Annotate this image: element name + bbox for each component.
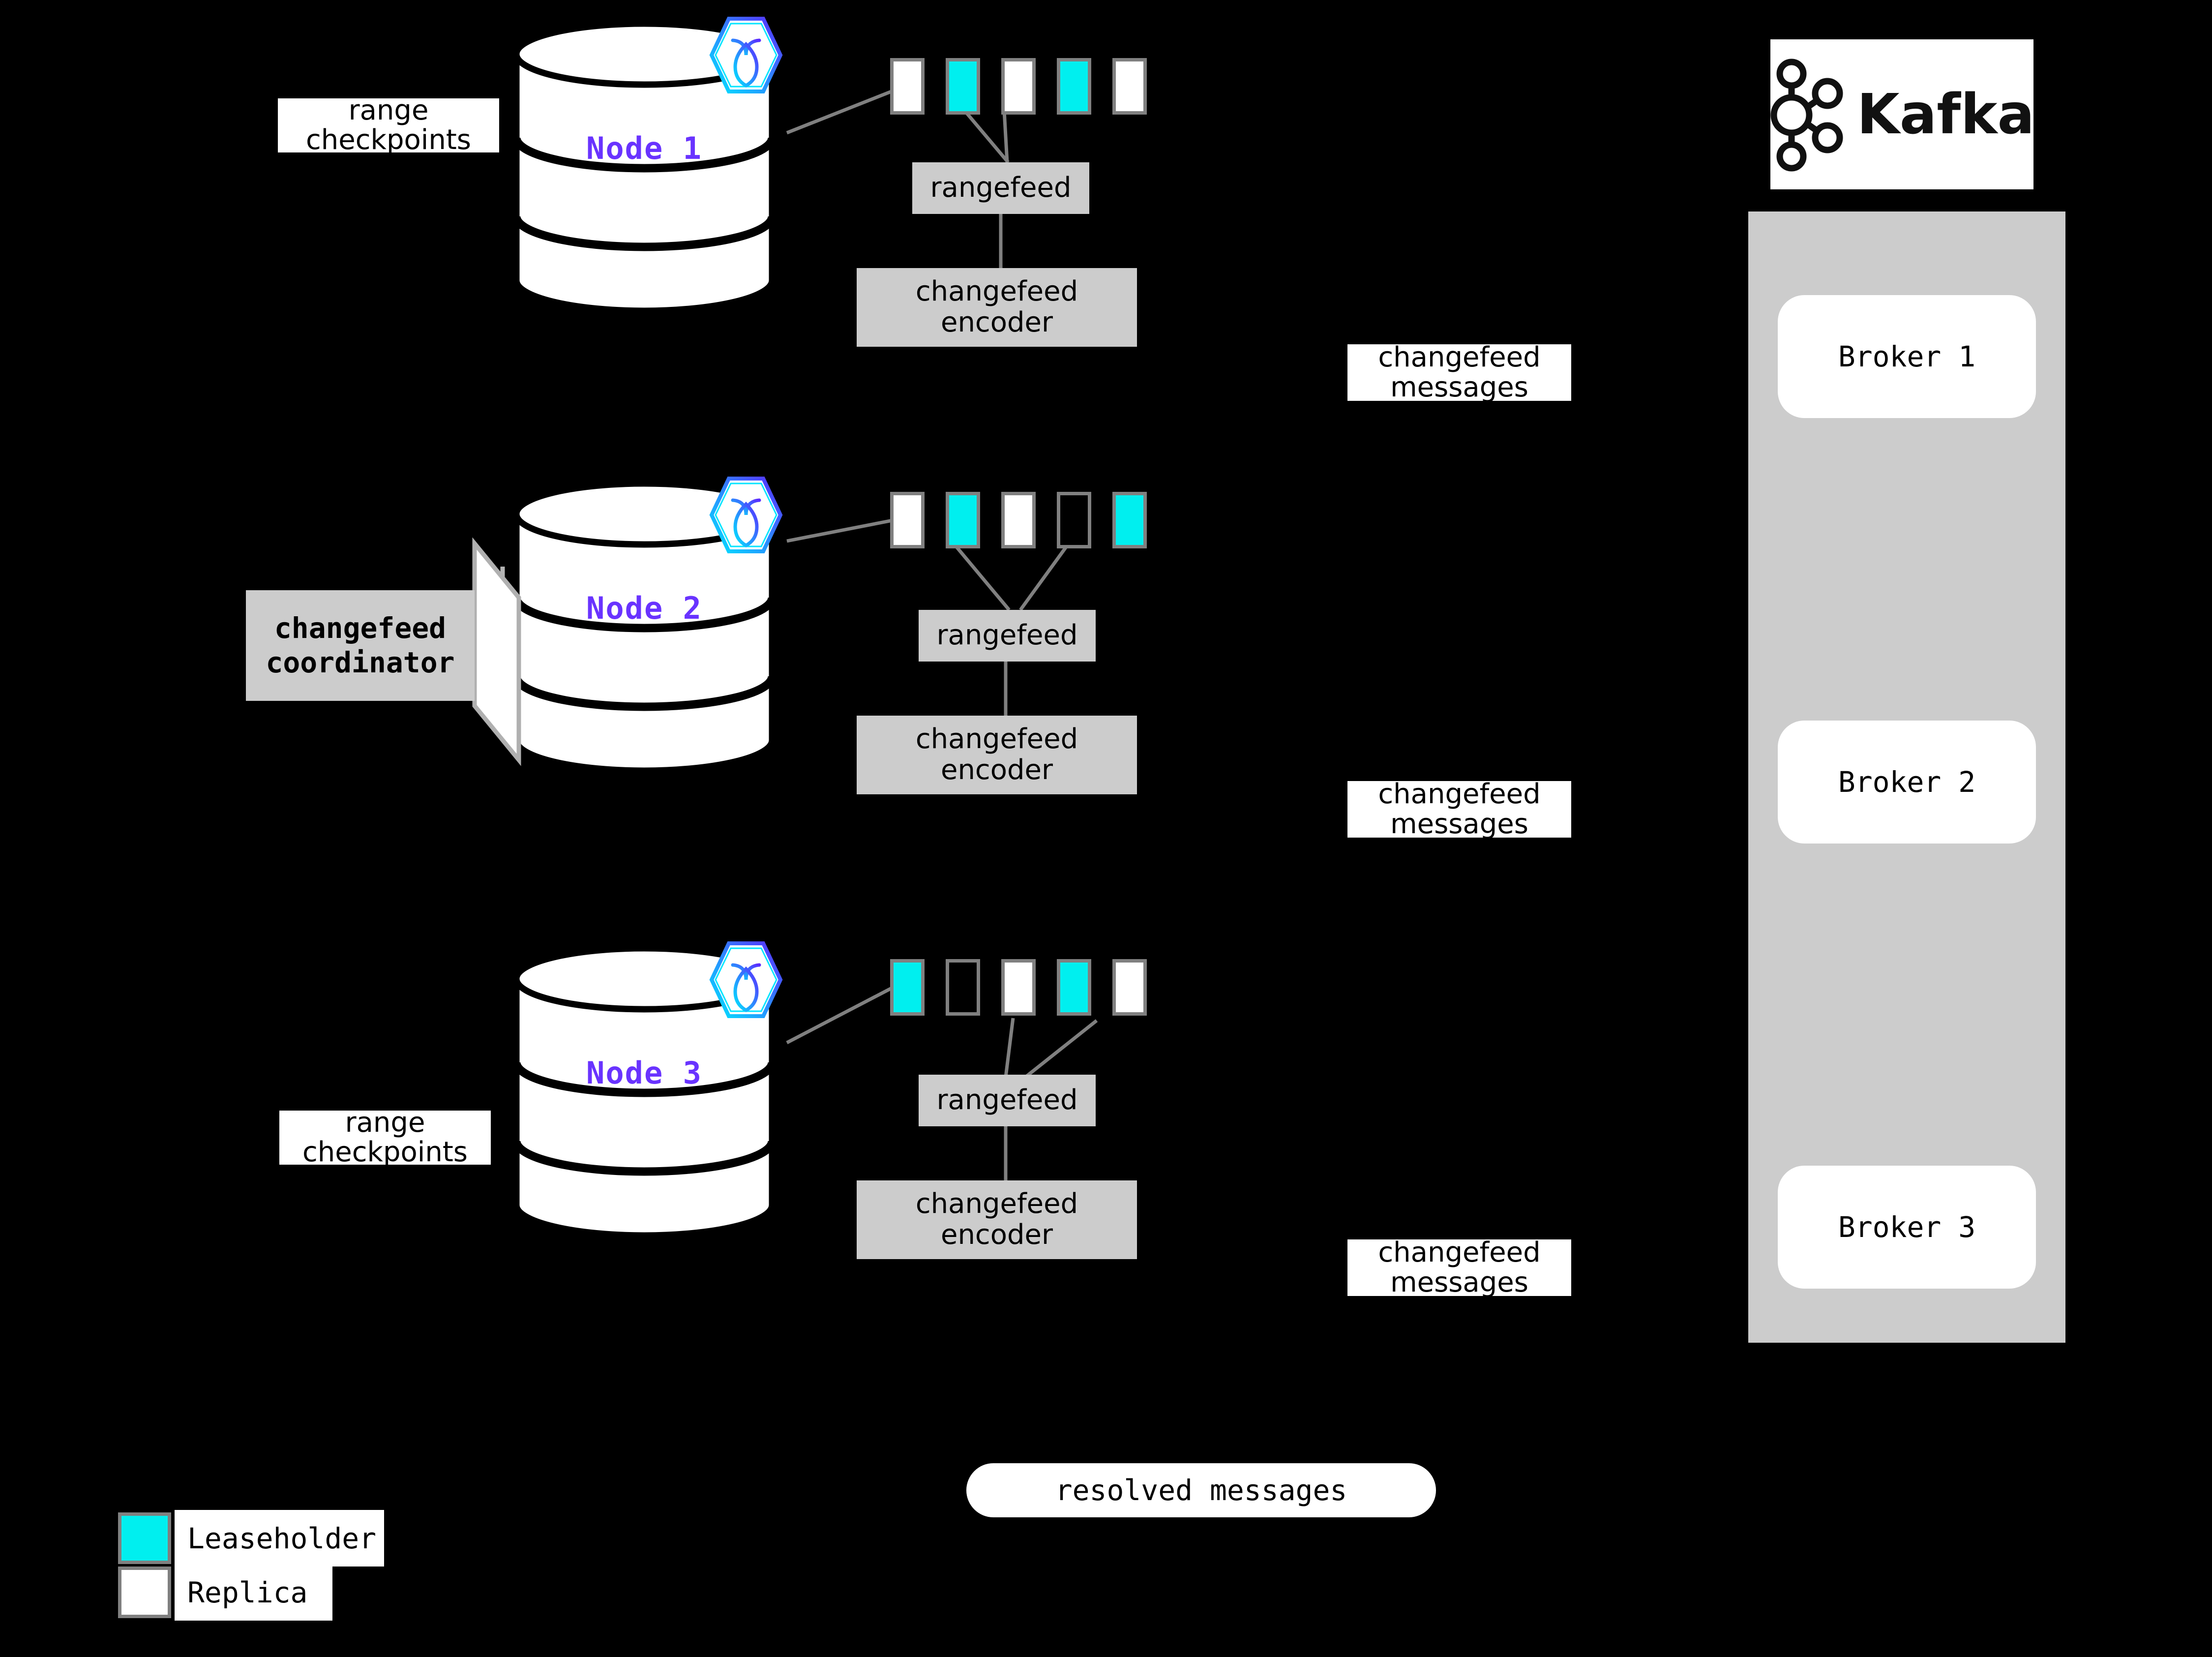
changefeed-coordinator-box[interactable]: changefeed coordinator xyxy=(246,590,475,701)
encoder-label-line2: encoder xyxy=(940,1219,1053,1251)
encoder-label-line2: encoder xyxy=(940,306,1053,338)
changefeed-messages-line2: messages xyxy=(1390,808,1528,840)
range-empty[interactable] xyxy=(946,959,980,1016)
range-empty[interactable] xyxy=(1057,492,1091,548)
broker-2-label: Broker 2 xyxy=(1838,765,1976,799)
connector-node3-range-rangefeed-a xyxy=(1004,1018,1015,1078)
node-3-changefeed-encoder-box[interactable]: changefeed encoder xyxy=(857,1180,1137,1259)
legend-swatch-replica xyxy=(118,1567,171,1618)
range-leaseholder[interactable] xyxy=(946,492,980,548)
range-leaseholder[interactable] xyxy=(1057,959,1091,1016)
kafka-node-graph-icon xyxy=(1770,59,1843,171)
node-2-label: Node 2 xyxy=(586,590,702,626)
changefeed-messages-label-3: changefeed messages xyxy=(1347,1236,1571,1298)
kafka-logo-box: Kafka xyxy=(1770,39,2035,189)
cockroachdb-hexagon-icon xyxy=(709,17,783,93)
connector-node3-range-rangefeed-b xyxy=(1024,1019,1098,1079)
rangefeed-label: rangefeed xyxy=(936,1084,1078,1116)
changefeed-messages-line2: messages xyxy=(1390,371,1528,403)
node-2-range-row xyxy=(890,492,1147,551)
resolved-messages-pill[interactable]: resolved messages xyxy=(966,1463,1436,1517)
connector-node2-ranges xyxy=(786,518,893,543)
rangefeed-label: rangefeed xyxy=(930,172,1072,204)
connector-node2-range-rangefeed-a xyxy=(955,545,1011,611)
connector-node1-ranges xyxy=(786,89,894,135)
range-leaseholder[interactable] xyxy=(1112,492,1147,548)
coordinator-line1: changefeed xyxy=(274,611,447,645)
connector-node2-range-rangefeed-b xyxy=(1019,545,1068,611)
node-2-rangefeed-box[interactable]: rangefeed xyxy=(919,610,1096,662)
range-checkpoints-line2: checkpoints xyxy=(302,1136,468,1168)
changefeed-messages-line2: messages xyxy=(1390,1266,1528,1298)
legend-label-leaseholder: Leaseholder xyxy=(175,1510,384,1567)
changefeed-messages-line1: changefeed xyxy=(1378,341,1541,374)
coordinator-flange xyxy=(472,537,521,766)
node-2-changefeed-encoder-box[interactable]: changefeed encoder xyxy=(857,716,1137,794)
node-3-rangefeed-box[interactable]: rangefeed xyxy=(919,1075,1096,1126)
range-leaseholder[interactable] xyxy=(890,959,925,1016)
legend-swatch-leaseholder xyxy=(118,1512,171,1564)
range-replica[interactable] xyxy=(1112,58,1147,115)
legend: Leaseholder Replica xyxy=(118,1510,462,1630)
encoder-label-line1: changefeed xyxy=(915,723,1078,755)
cockroachdb-hexagon-icon xyxy=(709,477,783,553)
node-1-cylinder xyxy=(512,20,777,314)
encoder-label-line2: encoder xyxy=(940,754,1053,786)
range-checkpoints-line1: range xyxy=(345,1106,425,1139)
range-checkpoints-line1: range xyxy=(348,94,429,126)
node-3-label: Node 3 xyxy=(586,1055,702,1091)
resolved-messages-label: resolved messages xyxy=(1055,1474,1347,1507)
changefeed-messages-label-1: changefeed messages xyxy=(1347,341,1571,403)
range-leaseholder[interactable] xyxy=(1057,58,1091,115)
range-checkpoints-label-bottom: range checkpoints xyxy=(279,1106,491,1168)
range-replica[interactable] xyxy=(890,492,925,548)
broker-2[interactable]: Broker 2 xyxy=(1778,721,2036,844)
changefeed-messages-label-2: changefeed messages xyxy=(1347,778,1571,840)
range-leaseholder[interactable] xyxy=(946,58,980,115)
changefeed-messages-line1: changefeed xyxy=(1378,1236,1541,1269)
changefeed-messages-line1: changefeed xyxy=(1378,778,1541,811)
kafka-logo-text: Kafka xyxy=(1856,82,2035,147)
node-3-range-row xyxy=(890,959,1147,1018)
range-replica[interactable] xyxy=(1001,492,1036,548)
range-replica[interactable] xyxy=(1001,959,1036,1016)
rangefeed-label: rangefeed xyxy=(936,619,1078,652)
broker-3[interactable]: Broker 3 xyxy=(1778,1166,2036,1289)
range-checkpoints-line2: checkpoints xyxy=(306,124,471,156)
coordinator-line2: coordinator xyxy=(266,645,455,679)
legend-label-replica: Replica xyxy=(175,1564,332,1621)
broker-3-label: Broker 3 xyxy=(1838,1210,1976,1244)
range-replica[interactable] xyxy=(890,58,925,115)
node-1-changefeed-encoder-box[interactable]: changefeed encoder xyxy=(857,268,1137,347)
kafka-broker-panel: Broker 1 Broker 2 Broker 3 xyxy=(1748,211,2065,1343)
broker-1-label: Broker 1 xyxy=(1838,340,1976,373)
encoder-label-line1: changefeed xyxy=(915,1188,1078,1220)
arrowhead-broker1 xyxy=(2065,333,2097,355)
range-replica[interactable] xyxy=(1112,959,1147,1016)
encoder-label-line1: changefeed xyxy=(915,275,1078,308)
node-1-rangefeed-box[interactable]: rangefeed xyxy=(912,162,1089,214)
connector-node3-ranges xyxy=(786,986,894,1045)
cockroachdb-hexagon-icon xyxy=(709,941,783,1018)
node-1-range-row xyxy=(890,58,1147,117)
range-replica[interactable] xyxy=(1001,58,1036,115)
broker-1[interactable]: Broker 1 xyxy=(1778,295,2036,418)
node-1-label: Node 1 xyxy=(586,130,702,166)
node-3-cylinder xyxy=(512,945,777,1239)
range-checkpoints-label-top: range checkpoints xyxy=(278,94,499,156)
